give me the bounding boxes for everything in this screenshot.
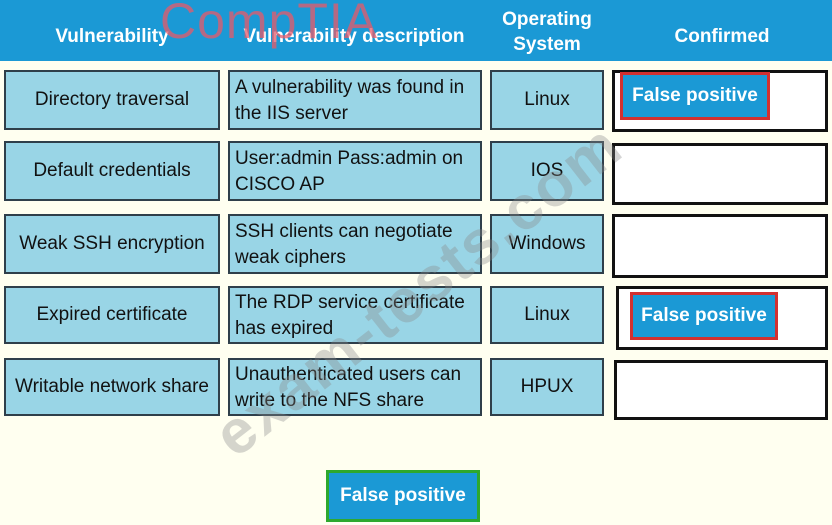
header-os-line2: System: [513, 34, 581, 55]
os-text: Linux: [524, 304, 570, 325]
false-positive-source-chip[interactable]: False positive: [326, 470, 480, 522]
false-positive-chip[interactable]: False positive: [620, 72, 770, 120]
vulnerability-text: Expired certificate: [36, 304, 188, 325]
vulnerability-cell: Directory traversal: [4, 70, 220, 130]
description-text: The RDP service certificate has expired: [235, 292, 465, 339]
os-cell: Linux: [490, 286, 604, 344]
vulnerability-text: Default credentials: [33, 160, 191, 181]
os-cell: HPUX: [490, 358, 604, 416]
os-cell: Windows: [490, 214, 604, 274]
table-header: [0, 0, 832, 61]
vulnerability-cell: Expired certificate: [4, 286, 220, 344]
header-confirmed: Confirmed: [674, 26, 770, 47]
os-text: IOS: [530, 160, 564, 181]
description-text: User:admin Pass:admin on CISCO AP: [235, 148, 464, 195]
confirmed-drop-slot[interactable]: [612, 143, 828, 205]
vulnerability-text: Directory traversal: [34, 89, 190, 110]
vulnerability-cell: Writable network share: [4, 358, 220, 416]
vulnerability-text: Weak SSH encryption: [19, 233, 205, 254]
os-text: Windows: [508, 233, 586, 254]
description-cell: SSH clients can negotiate weak ciphers: [228, 214, 482, 274]
description-cell: The RDP service certificate has expired: [228, 286, 482, 344]
vulnerability-cell: Default credentials: [4, 141, 220, 201]
confirmed-drop-slot[interactable]: [612, 214, 828, 278]
vulnerability-cell: Weak SSH encryption: [4, 214, 220, 274]
header-os-line1: Operating: [502, 9, 592, 30]
header-description: Vulnerability description: [243, 26, 465, 47]
os-text: Linux: [524, 89, 570, 110]
header-operating-system: Operating System: [490, 7, 604, 57]
description-cell: User:admin Pass:admin on CISCO AP: [228, 141, 482, 201]
description-cell: A vulnerability was found in the IIS ser…: [228, 70, 482, 130]
false-positive-chip[interactable]: False positive: [630, 292, 778, 340]
vulnerability-text: Writable network share: [15, 376, 209, 397]
description-cell: Unauthenticated users can write to the N…: [228, 358, 482, 416]
os-cell: Linux: [490, 70, 604, 130]
os-cell: IOS: [490, 141, 604, 201]
confirmed-drop-slot[interactable]: [614, 360, 828, 420]
description-text: A vulnerability was found in the IIS ser…: [235, 77, 465, 124]
description-text: SSH clients can negotiate weak ciphers: [235, 221, 453, 268]
os-text: HPUX: [520, 376, 574, 397]
header-vulnerability: Vulnerability: [55, 26, 169, 47]
description-text: Unauthenticated users can write to the N…: [235, 364, 462, 411]
